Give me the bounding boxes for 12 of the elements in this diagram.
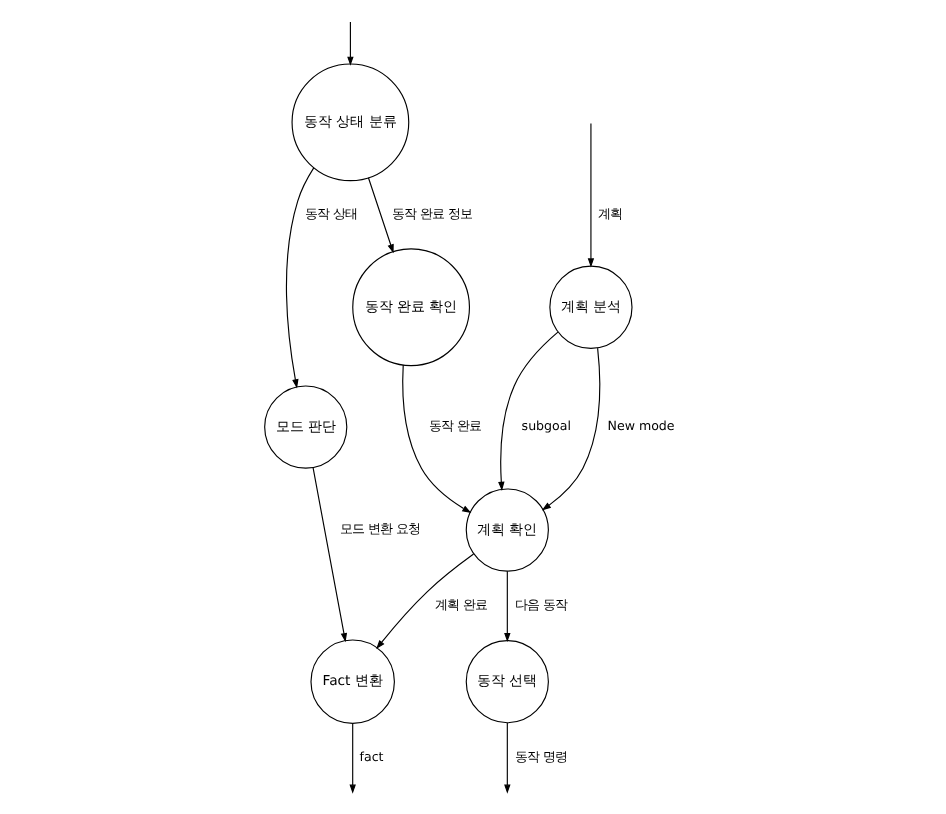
arrow	[504, 570, 511, 643]
arrow	[587, 123, 595, 268]
arrow	[376, 553, 475, 650]
arrow	[312, 467, 348, 643]
arrow	[367, 177, 394, 254]
arrow	[504, 722, 511, 794]
arrow	[347, 21, 354, 66]
arrow	[285, 167, 315, 389]
arrow	[349, 722, 356, 794]
arrow	[498, 331, 559, 491]
arrow	[541, 347, 601, 511]
arrow	[402, 364, 472, 514]
